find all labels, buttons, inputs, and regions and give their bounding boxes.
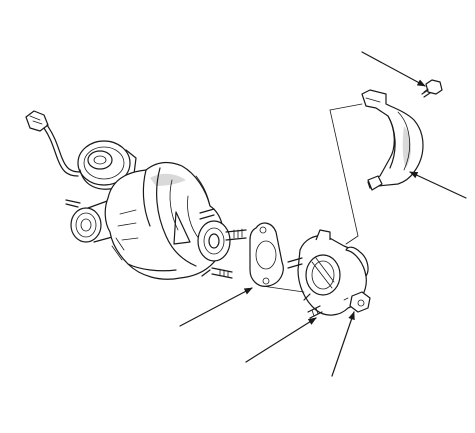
leader-flange-nut <box>331 311 355 377</box>
flange-nut-icon <box>343 291 371 313</box>
flange-stud-icon <box>287 257 323 319</box>
leader-gasket <box>179 287 253 327</box>
leader-stud <box>245 317 317 363</box>
heat-shield-icon <box>361 89 424 191</box>
exhaust-elbow-pipe-icon <box>297 229 369 316</box>
inlet-gasket-icon <box>249 222 284 287</box>
electrical-connector-icon <box>25 110 81 177</box>
callout-leaders <box>179 51 467 377</box>
flange-bolt-icon <box>421 79 443 98</box>
leader-flange-bolt <box>361 51 426 87</box>
leader-turbo-stud <box>201 269 211 277</box>
mounting-stud-icon <box>199 208 247 279</box>
leader-heat-shield <box>409 171 467 199</box>
turbocharger-housing-icon <box>104 161 231 280</box>
assembly-guide-lines <box>261 103 363 293</box>
